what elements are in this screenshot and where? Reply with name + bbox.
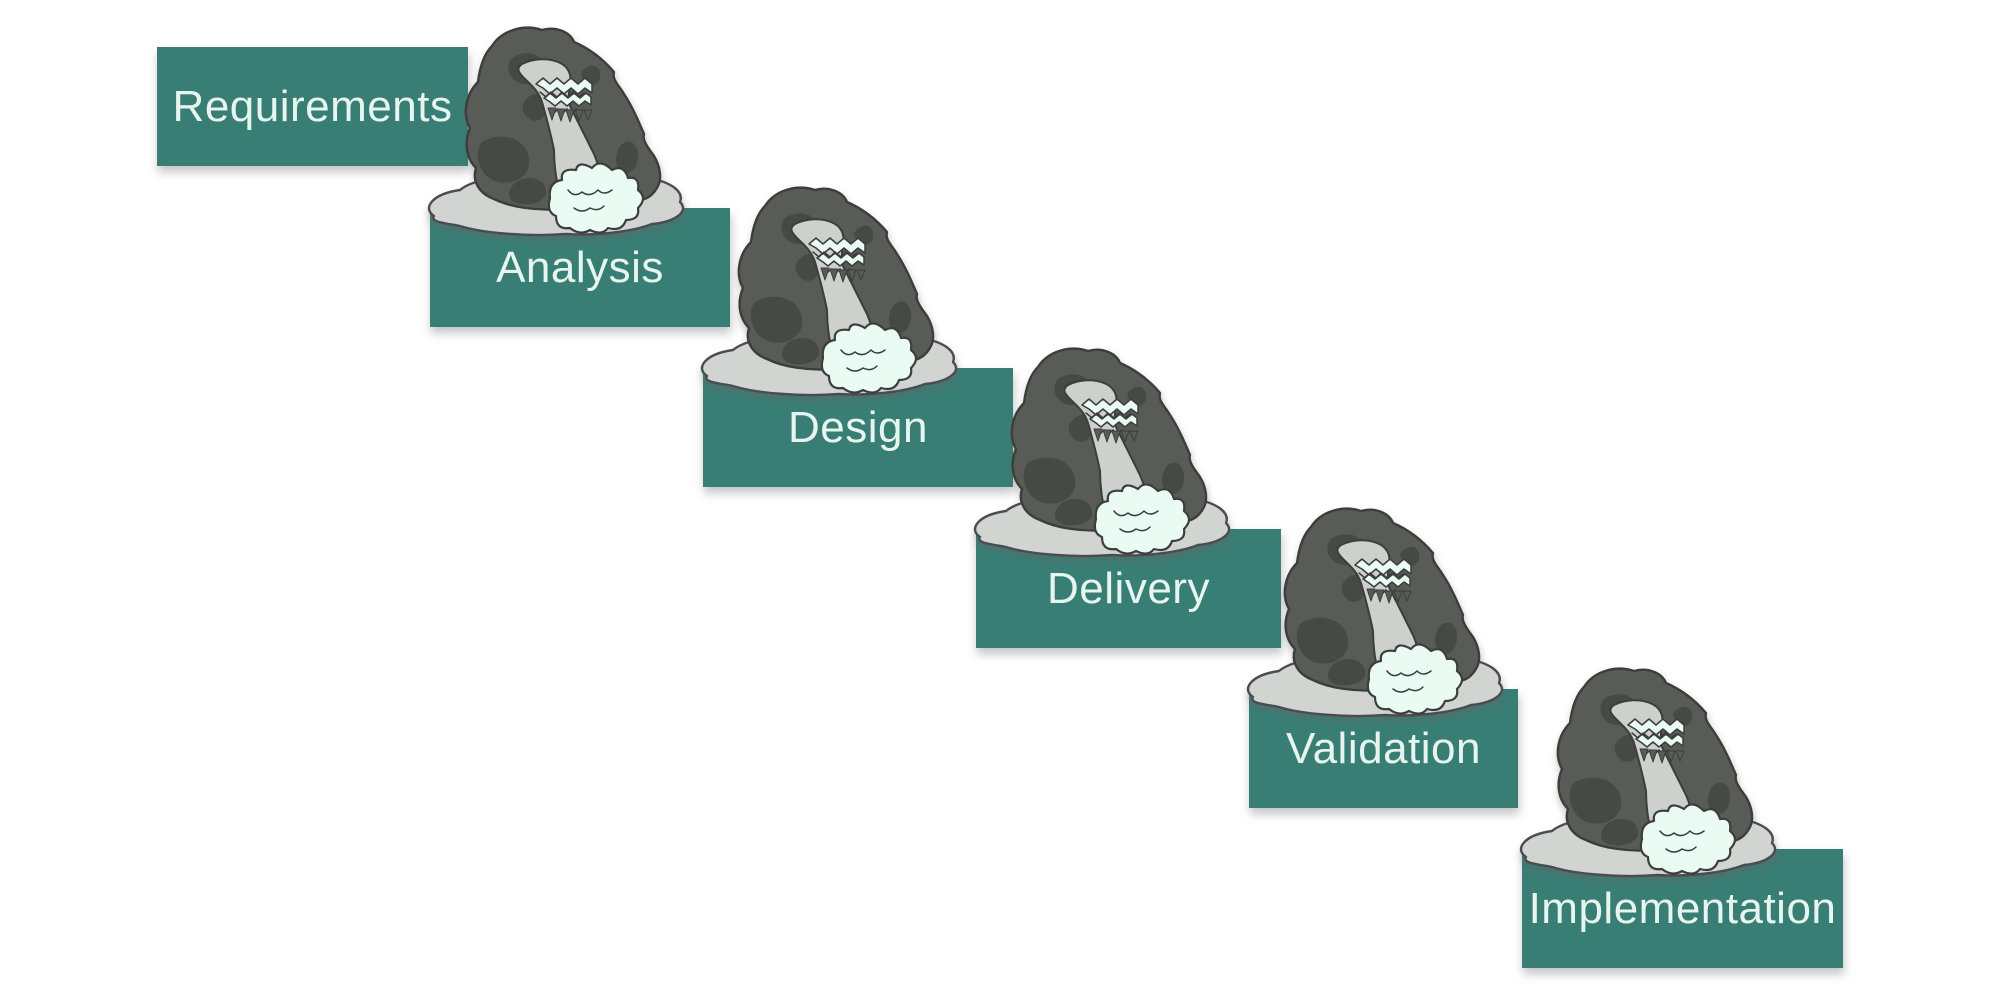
- waterfall-icon-2: [700, 186, 958, 397]
- stage-box-requirements: Requirements: [157, 47, 468, 166]
- stage-label-validation: Validation: [1286, 723, 1481, 773]
- waterfall-icon-3: [973, 347, 1231, 558]
- stage-label-implementation: Implementation: [1528, 883, 1837, 933]
- waterfall-icon-5: [1519, 667, 1777, 878]
- stage-label-design: Design: [788, 402, 928, 452]
- waterfall-icon-1: [427, 26, 685, 237]
- stage-label-requirements: Requirements: [172, 81, 453, 131]
- waterfall-icon-4: [1246, 507, 1504, 718]
- stage-label-delivery: Delivery: [1047, 563, 1210, 613]
- stage-label-analysis: Analysis: [496, 242, 664, 292]
